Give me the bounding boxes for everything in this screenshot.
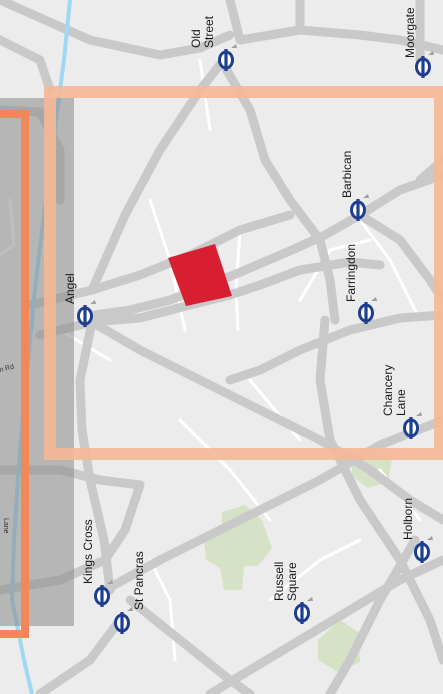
station-chancery-lane[interactable]: ChanceryLane [381, 365, 422, 439]
road-label-lane: Lane [2, 518, 9, 534]
station-label-line: Farringdon [344, 244, 358, 302]
tube-station-icon [218, 44, 237, 71]
tube-station-icon [94, 580, 113, 607]
tube-station-icon [114, 607, 133, 634]
tube-station-icon [350, 194, 369, 221]
station-russell-square[interactable]: RussellSquare [272, 562, 313, 624]
tube-station-icon [77, 300, 96, 327]
tube-station-icon [294, 597, 313, 624]
station-label-line: Barbican [340, 151, 354, 198]
tube-station-icon [358, 297, 377, 324]
station-moorgate[interactable]: Moorgate [403, 7, 434, 78]
grey-zone [0, 98, 74, 626]
station-angel[interactable]: Angel [63, 273, 96, 327]
station-label-russell-square: RussellSquare [272, 562, 299, 601]
station-old-street[interactable]: OldStreet [189, 15, 237, 71]
tube-station-icon [414, 536, 433, 563]
station-label-line: St Pancras [132, 551, 146, 610]
tube-station-icon [403, 412, 422, 439]
tube-station-icon [415, 51, 434, 78]
station-label-holborn: Holborn [401, 498, 415, 540]
station-label-farringdon: Farringdon [344, 244, 358, 302]
station-barbican[interactable]: Barbican [340, 151, 369, 221]
station-holborn[interactable]: Holborn [401, 498, 433, 563]
station-label-line: Holborn [401, 498, 415, 540]
station-label-kings-cross: Kings Cross [81, 519, 95, 584]
station-label-moorgate: Moorgate [403, 7, 417, 58]
station-label-line: Moorgate [403, 7, 417, 58]
station-label-line: Street [202, 15, 216, 48]
tube-stations: OldStreet MoorgateBarbicanFarringdonAngel… [63, 7, 434, 634]
road-label-rd: n Rd [0, 364, 15, 374]
station-st-pancras[interactable]: St Pancras [114, 551, 147, 634]
station-label-line: Russell [272, 562, 286, 601]
zone-large-outline [44, 86, 443, 460]
station-label-line: Angel [63, 273, 77, 304]
zone-left-outline [0, 110, 29, 638]
station-kings-cross[interactable]: Kings Cross [81, 519, 113, 607]
station-label-line: Chancery [381, 365, 395, 416]
station-label-barbican: Barbican [340, 151, 354, 198]
station-label-line: Lane [394, 389, 408, 416]
station-farringdon[interactable]: Farringdon [344, 244, 377, 324]
station-label-line: Old [189, 29, 203, 48]
station-label-chancery-lane: ChanceryLane [381, 365, 408, 416]
station-label-line: Square [285, 562, 299, 601]
station-label-st-pancras: St Pancras [132, 551, 146, 610]
station-label-angel: Angel [63, 273, 77, 304]
station-label-line: Kings Cross [81, 519, 95, 584]
station-label-old-street: OldStreet [189, 15, 216, 48]
site-marker[interactable] [168, 244, 232, 306]
